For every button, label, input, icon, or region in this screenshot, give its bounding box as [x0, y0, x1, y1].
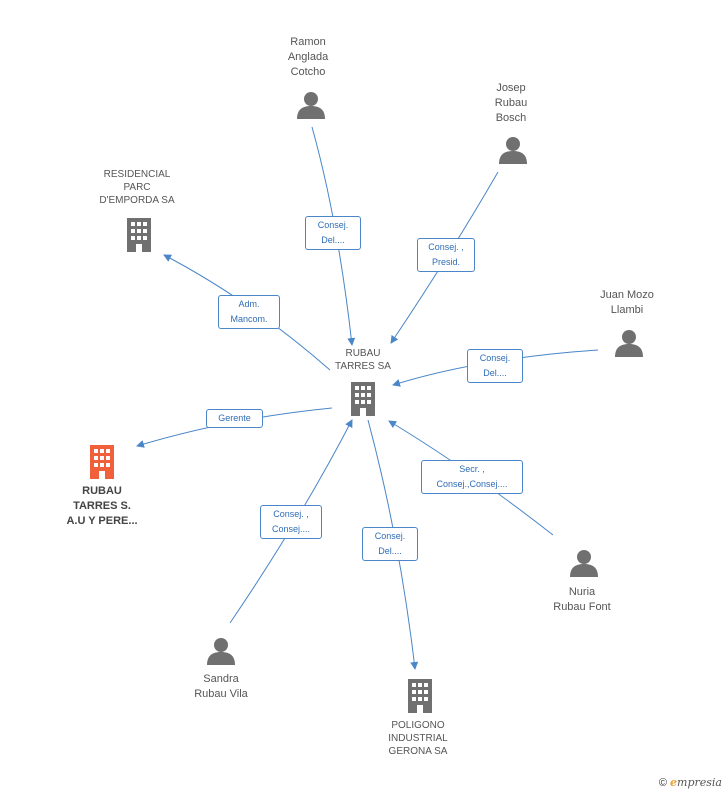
node-label-poligono[interactable]: POLIGONO INDUSTRIAL GERONA SA	[388, 720, 448, 757]
node-label-josep[interactable]: Josep Rubau Bosch	[494, 82, 528, 124]
node-label-sandra[interactable]: Sandra Rubau Vila	[194, 673, 248, 700]
building-icon[interactable]	[351, 382, 375, 416]
edge-label-rubau-pere[interactable]: Gerente	[206, 409, 263, 428]
person-icon[interactable]	[570, 550, 598, 577]
node-label-juan[interactable]: Juan Mozo Llambi	[600, 289, 654, 316]
edge-label-nuria[interactable]: Secr. , Consej.,Consej....	[421, 460, 523, 494]
person-icon[interactable]	[297, 92, 325, 119]
copyright-icon: ©	[658, 777, 667, 789]
person-icon[interactable]	[499, 137, 527, 164]
node-label-ramon[interactable]: Ramon Anglada Cotcho	[287, 36, 329, 78]
node-label-rubau-pere[interactable]: RUBAU TARRES S. A.U Y PERE...	[66, 485, 138, 527]
edge-label-ramon[interactable]: Consej. Del....	[305, 216, 361, 250]
copyright-footer: © empresia	[659, 776, 722, 789]
building-icon[interactable]	[90, 445, 114, 479]
edge-label-poligono[interactable]: Consej. Del....	[362, 527, 418, 561]
edge-label-residencial[interactable]: Adm. Mancom.	[218, 295, 280, 329]
brand-logo[interactable]: empresia	[670, 776, 722, 789]
building-icon[interactable]	[408, 679, 432, 713]
person-icon[interactable]	[207, 638, 235, 665]
node-label-center[interactable]: RUBAU TARRES SA	[335, 348, 391, 372]
person-icon[interactable]	[615, 330, 643, 357]
edge-label-juan[interactable]: Consej. Del....	[467, 349, 523, 383]
node-label-residencial[interactable]: RESIDENCIAL PARC D'EMPORDA SA	[99, 169, 175, 206]
edge-label-sandra[interactable]: Consej. , Consej....	[260, 505, 322, 539]
building-icon[interactable]	[127, 218, 151, 252]
edge-label-josep[interactable]: Consej. , Presid.	[417, 238, 475, 272]
node-label-nuria[interactable]: Nuria Rubau Font	[553, 586, 611, 613]
